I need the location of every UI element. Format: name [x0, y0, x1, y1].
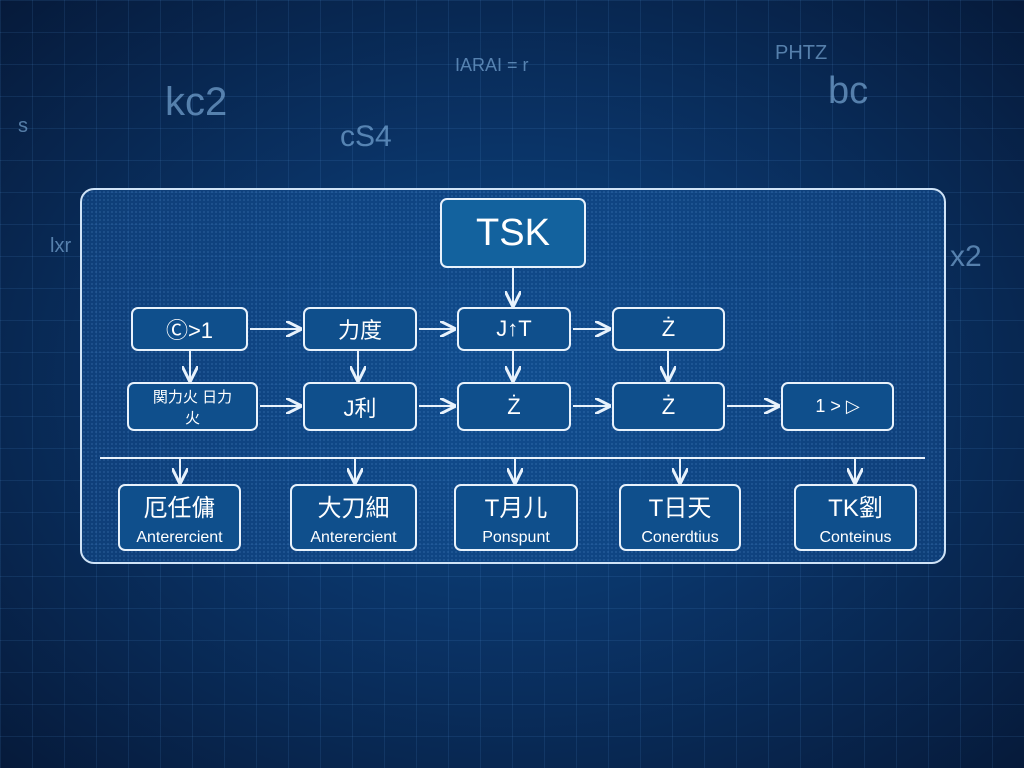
- node-r1-3: J↑T: [457, 307, 571, 351]
- node-title: T月儿: [484, 495, 548, 522]
- node-r1-2: 力度: [303, 307, 417, 351]
- node-r2-2: J利: [303, 382, 417, 431]
- output-node-5: TK劉 Conteinus: [794, 484, 917, 551]
- bg-formula: IARAI = r: [455, 55, 529, 75]
- bg-formula: x2: [950, 240, 982, 273]
- node-subtitle: Ponspunt: [482, 529, 550, 546]
- output-node-2: 大刀細 Anterercient: [290, 484, 417, 551]
- node-title: TK劉: [828, 495, 883, 522]
- node-title: 大刀細: [317, 495, 390, 522]
- node-subtitle: Anterercient: [136, 529, 223, 546]
- node-subtitle: Anterercient: [310, 529, 397, 546]
- bg-formula: bc: [828, 70, 869, 112]
- node-r1-4: Ż: [612, 307, 725, 351]
- node-r2-4: Ż: [612, 382, 725, 431]
- bg-formula: lxr: [50, 235, 72, 257]
- node-subtitle: Conteinus: [819, 529, 892, 546]
- bg-formula: PHTZ: [775, 42, 828, 64]
- node-r2-5: 1 > ▷: [781, 382, 894, 431]
- bg-formula: s: [18, 115, 28, 137]
- output-node-4: T日天 Conerdtius: [619, 484, 741, 551]
- node-subtitle: Conerdtius: [641, 529, 719, 546]
- node-title: T日天: [648, 495, 712, 522]
- output-node-1: 厄任傭 Anterercient: [118, 484, 241, 551]
- bg-formula: cS4: [340, 120, 392, 153]
- bg-formula: kc2: [165, 80, 228, 124]
- node-r2-1: 関力火 日力火: [127, 382, 258, 431]
- node-r2-3: Ż: [457, 382, 571, 431]
- root-node: TSK: [440, 198, 586, 268]
- node-r1-1: Ⓒ>1: [131, 307, 248, 351]
- node-title: 厄任傭: [143, 495, 216, 522]
- output-node-3: T月儿 Ponspunt: [454, 484, 578, 551]
